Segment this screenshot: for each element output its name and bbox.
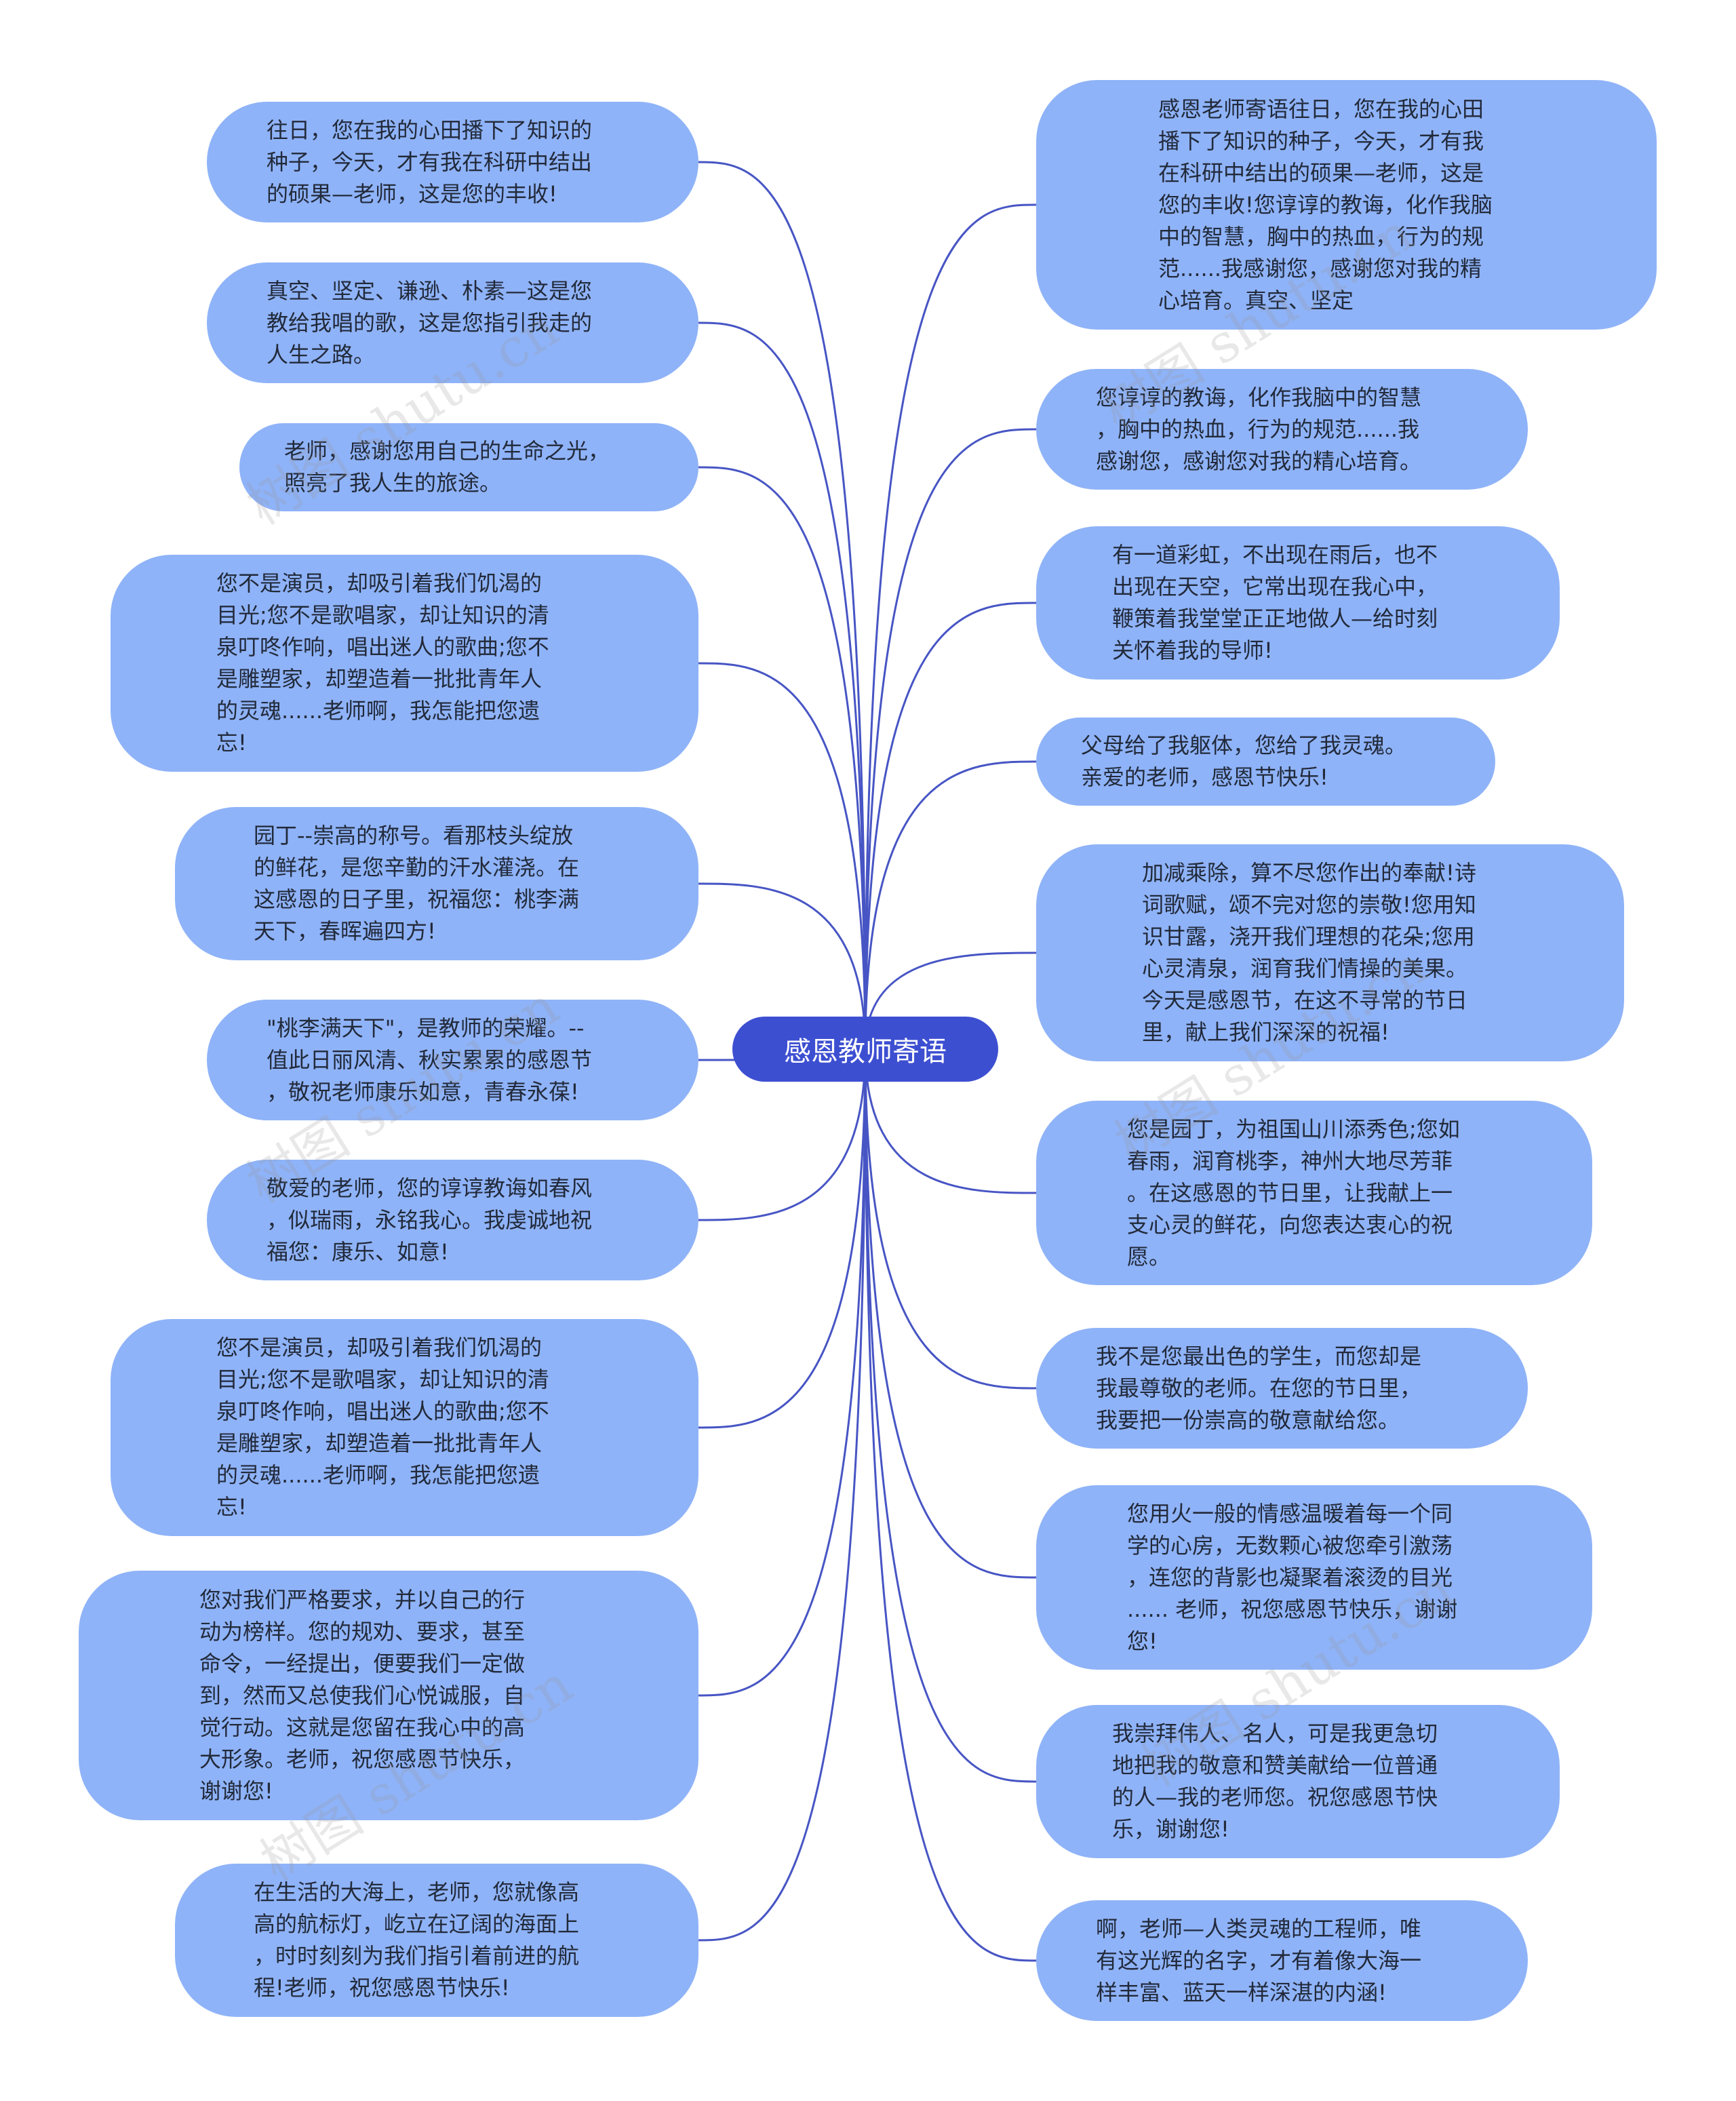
- connector-line: [864, 428, 1037, 1050]
- connector-line: [864, 760, 1037, 1050]
- left-branch-node[interactable]: 敬爱的老师，您的谆谆教诲如春风 ，似瑞雨，永铭我心。我虔诚地祝 福您：康乐、如意…: [207, 1160, 698, 1280]
- left-branch-text: 敬爱的老师，您的谆谆教诲如春风 ，似瑞雨，永铭我心。我虔诚地祝 福您：康乐、如意…: [267, 1175, 593, 1265]
- left-branch-node[interactable]: 老师，感谢您用自己的生命之光， 照亮了我人生的旅途。: [239, 423, 698, 511]
- left-branch-text: 园丁--崇高的称号。看那枝头绽放 的鲜花，是您辛勤的汗水灌浇。在 这感恩的日子里…: [254, 823, 580, 944]
- connector-line: [698, 882, 867, 1050]
- right-branch-text: 父母给了我躯体，您给了我灵魂。 亲爱的老师，感恩节快乐!: [1081, 732, 1407, 790]
- root-topic-label: 感恩教师寄语: [784, 1036, 947, 1067]
- root-topic[interactable]: 感恩教师寄语: [732, 1017, 998, 1082]
- left-branch-node[interactable]: 园丁--崇高的称号。看那枝头绽放 的鲜花，是您辛勤的汗水灌浇。在 这感恩的日子里…: [175, 807, 698, 960]
- connector-line: [698, 1048, 867, 1697]
- connector-line: [864, 203, 1037, 1050]
- right-branch-text: 我崇拜伟人、名人，可是我更急切 地把我的敬意和赞美献给一位普通 的人—我的老师您…: [1112, 1721, 1438, 1842]
- left-branch-node[interactable]: 真空、坚定、谦逊、朴素—这是您 教给我唱的歌，这是您指引我走的 人生之路。: [207, 262, 698, 383]
- left-branch-node[interactable]: "桃李满天下"，是教师的荣耀。-- 值此日丽风清、秋实累累的感恩节 ，敬祝老师康…: [207, 1000, 698, 1120]
- right-branch-node[interactable]: 我崇拜伟人、名人，可是我更急切 地把我的敬意和赞美献给一位普通 的人—我的老师您…: [1036, 1705, 1560, 1858]
- left-branch-text: 真空、坚定、谦逊、朴素—这是您 教给我唱的歌，这是您指引我走的 人生之路。: [267, 277, 593, 368]
- connector-line: [698, 1048, 867, 1942]
- right-branch-text: 有一道彩虹，不出现在雨后，也不 出现在天空，它常出现在我心中， 鞭策着我堂堂正正…: [1112, 542, 1438, 663]
- connector-line: [864, 1048, 1037, 1390]
- left-branch-text: 您不是演员，却吸引着我们饥渴的 目光;您不是歌唱家，却让知识的清 泉叮咚作响，唱…: [216, 570, 549, 755]
- right-branch-node[interactable]: 加减乘除，算不尽您作出的奉献!诗 词歌赋，颂不完对您的崇敬!您用知 识甘露，浇开…: [1036, 844, 1624, 1061]
- right-branch-text: 啊，老师—人类灵魂的工程师，唯 有这光辉的名字，才有着像大海一 样丰富、蓝天一样…: [1096, 1915, 1422, 2005]
- right-branch-node[interactable]: 您用火一般的情感温暖着每一个同 学的心房，无数颗心被您牵引激荡 ，连您的背影也凝…: [1036, 1485, 1592, 1670]
- right-branch-text: 您谆谆的教诲，化作我脑中的智慧 ，胸中的热血，行为的规范......我 感谢您，…: [1096, 384, 1422, 474]
- connector-line: [698, 1048, 867, 1429]
- left-branch-text: 您对我们严格要求，并以自己的行 动为榜样。您的规劝、要求，甚至 命令，一经提出，…: [199, 1586, 526, 1804]
- left-branch-text: "桃李满天下"，是教师的荣耀。-- 值此日丽风清、秋实累累的感恩节 ，敬祝老师康…: [267, 1015, 593, 1105]
- connector-line: [698, 466, 867, 1050]
- connector-line: [864, 951, 1037, 1050]
- right-branch-node[interactable]: 您是园丁，为祖国山川添秀色;您如 春雨，润育桃李，神州大地尽芳菲 。在这感恩的节…: [1036, 1101, 1592, 1285]
- connector-line: [698, 321, 867, 1050]
- right-branch-node[interactable]: 感恩老师寄语往日，您在我的心田 播下了知识的种子，今天，才有我 在科研中结出的硕…: [1036, 80, 1657, 330]
- right-branch-text: 您用火一般的情感温暖着每一个同 学的心房，无数颗心被您牵引激荡 ，连您的背影也凝…: [1127, 1500, 1458, 1654]
- left-branch-node[interactable]: 在生活的大海上，老师，您就像高 高的航标灯，屹立在辽阔的海面上 ，时时刻刻为我们…: [175, 1864, 698, 2017]
- left-branch-node[interactable]: 您对我们严格要求，并以自己的行 动为榜样。您的规劝、要求，甚至 命令，一经提出，…: [79, 1571, 698, 1820]
- connector-line: [698, 1048, 867, 1221]
- connector-line: [698, 662, 867, 1050]
- left-branch-node[interactable]: 您不是演员，却吸引着我们饥渴的 目光;您不是歌唱家，却让知识的清 泉叮咚作响，唱…: [111, 555, 698, 772]
- right-branch-node[interactable]: 父母给了我躯体，您给了我灵魂。 亲爱的老师，感恩节快乐!: [1036, 718, 1495, 806]
- right-branch-text: 加减乘除，算不尽您作出的奉献!诗 词歌赋，颂不完对您的崇敬!您用知 识甘露，浇开…: [1142, 860, 1476, 1045]
- connector-line: [864, 1048, 1037, 1783]
- right-branch-node[interactable]: 啊，老师—人类灵魂的工程师，唯 有这光辉的名字，才有着像大海一 样丰富、蓝天一样…: [1036, 1900, 1528, 2021]
- left-branch-text: 老师，感谢您用自己的生命之光， 照亮了我人生的旅途。: [284, 438, 610, 496]
- connector-line: [698, 161, 867, 1050]
- right-branch-node[interactable]: 有一道彩虹，不出现在雨后，也不 出现在天空，它常出现在我心中， 鞭策着我堂堂正正…: [1036, 526, 1560, 680]
- right-branch-text: 我不是您最出色的学生，而您却是 我最尊敬的老师。在您的节日里， 我要把一份崇高的…: [1096, 1343, 1422, 1433]
- right-branch-text: 您是园丁，为祖国山川添秀色;您如 春雨，润育桃李，神州大地尽芳菲 。在这感恩的节…: [1127, 1116, 1460, 1270]
- connector-line: [864, 1048, 1037, 1194]
- right-branch-node[interactable]: 我不是您最出色的学生，而您却是 我最尊敬的老师。在您的节日里， 我要把一份崇高的…: [1036, 1328, 1528, 1449]
- left-branch-node[interactable]: 您不是演员，却吸引着我们饥渴的 目光;您不是歌唱家，却让知识的清 泉叮咚作响，唱…: [111, 1319, 698, 1536]
- connector-line: [864, 602, 1037, 1050]
- connector-line: [864, 1048, 1037, 1579]
- left-branch-text: 在生活的大海上，老师，您就像高 高的航标灯，屹立在辽阔的海面上 ，时时刻刻为我们…: [254, 1879, 580, 2001]
- right-branch-text: 感恩老师寄语往日，您在我的心田 播下了知识的种子，今天，才有我 在科研中结出的硕…: [1158, 96, 1493, 313]
- left-branch-text: 往日，您在我的心田播下了知识的 种子，今天，才有我在科研中结出 的硕果—老师，这…: [267, 117, 593, 207]
- right-branch-node[interactable]: 您谆谆的教诲，化作我脑中的智慧 ，胸中的热血，行为的规范......我 感谢您，…: [1036, 369, 1528, 490]
- connector-line: [864, 1048, 1037, 1962]
- left-branch-text: 您不是演员，却吸引着我们饥渴的 目光;您不是歌唱家，却让知识的清 泉叮咚作响，唱…: [216, 1335, 549, 1520]
- left-branch-node[interactable]: 往日，您在我的心田播下了知识的 种子，今天，才有我在科研中结出 的硕果—老师，这…: [207, 102, 698, 222]
